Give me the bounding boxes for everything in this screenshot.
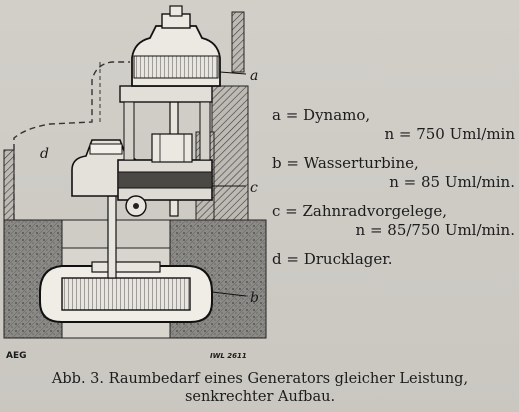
caption-line-1: Abb. 3. Raumbedarf eines Generators glei…	[51, 371, 469, 387]
legend: a = Dynamo, n = 750 Uml/min b = Wassertu…	[272, 106, 517, 279]
legend-item-d: d = Drucklager.	[272, 250, 517, 269]
hall-outline	[13, 61, 130, 220]
legend-item-c: c = Zahnradvorgelege, n = 85/750 Uml/min…	[272, 202, 517, 240]
legend-label: a = Dynamo,	[272, 106, 371, 124]
label-a: a	[250, 68, 258, 84]
legend-label: d = Drucklager.	[272, 250, 393, 268]
legend-label: b = Wasserturbine,	[272, 154, 419, 172]
turbine-shaft	[107, 195, 117, 279]
turbine-runner	[61, 277, 191, 311]
caption-line-2: senkrechter Aufbau.	[184, 389, 336, 405]
legend-sub: n = 85/750 Uml/min.	[355, 221, 515, 239]
legend-label: c = Zahnradvorgelege,	[272, 202, 447, 220]
label-d: d	[40, 146, 49, 162]
turbine-generator-drawing: a c b d AEG IWL 2611	[3, 5, 267, 361]
maker-mark: AEG	[6, 351, 27, 361]
plate-code: IWL 2611	[210, 352, 247, 360]
label-c: c	[250, 180, 258, 196]
wall-left	[3, 149, 15, 221]
legend-sub: n = 750 Uml/min	[384, 125, 515, 143]
legend-item-a: a = Dynamo, n = 750 Uml/min	[272, 106, 517, 144]
wall-top-right	[231, 11, 245, 73]
legend-item-b: b = Wasserturbine, n = 85 Uml/min.	[272, 154, 517, 192]
wall-mid-right	[211, 85, 249, 223]
label-b: b	[250, 290, 259, 306]
figure-caption: Abb. 3. Raumbedarf eines Generators glei…	[20, 370, 500, 406]
legend-sub: n = 85 Uml/min.	[389, 173, 515, 191]
